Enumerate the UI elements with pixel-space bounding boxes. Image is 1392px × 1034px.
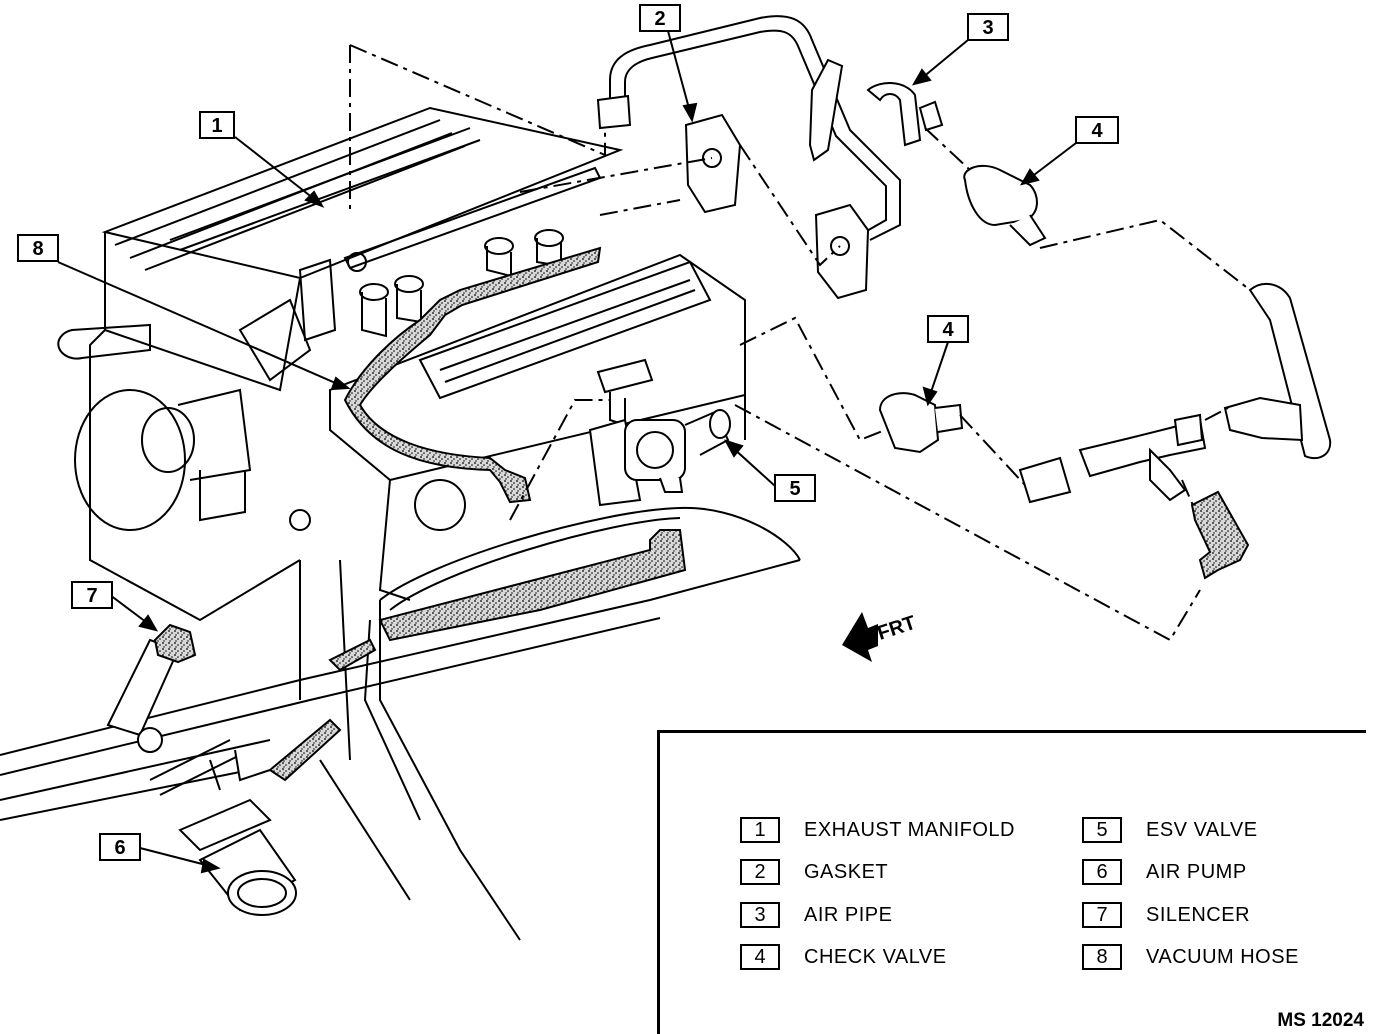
legend-item-3: 3 AIR PIPE — [740, 902, 892, 928]
front-arrow-icon — [842, 612, 878, 662]
legend-item-5: 5 ESV VALVE — [1082, 817, 1258, 843]
callout-7: 7 — [71, 581, 113, 609]
legend-label: ESV VALVE — [1146, 818, 1258, 841]
svg-text:8: 8 — [32, 238, 43, 260]
check-valve — [878, 100, 1047, 454]
vacuum-hose — [268, 246, 1250, 782]
legend-label: AIR PIPE — [804, 903, 893, 926]
legend-number: 1 — [740, 817, 780, 843]
legend-item-2: 2 GASKET — [740, 859, 888, 885]
svg-text:6: 6 — [114, 837, 125, 859]
air-hoses — [1018, 282, 1332, 504]
callout-4-upper: 4 — [1075, 116, 1119, 144]
gasket — [684, 113, 870, 300]
legend-label: SILENCER — [1146, 903, 1251, 926]
leader-lines — [57, 30, 1077, 874]
legend-number: 2 — [740, 859, 780, 885]
legend-number: 5 — [1082, 817, 1122, 843]
esv-valve — [588, 358, 731, 507]
legend-item-1: 1 EXHAUST MANIFOLD — [740, 817, 1015, 843]
front-direction-indicator: FRT — [842, 612, 919, 662]
legend-item-4: 4 CHECK VALVE — [740, 944, 947, 970]
legend-label: AIR PUMP — [1146, 860, 1247, 883]
callout-5: 5 — [774, 474, 816, 502]
air-pump — [149, 739, 297, 916]
engine-block — [57, 106, 746, 761]
svg-text:4: 4 — [942, 319, 954, 341]
assembly-lines — [349, 44, 1251, 642]
svg-text:3: 3 — [982, 17, 993, 39]
svg-text:5: 5 — [789, 478, 800, 500]
callout-4-lower: 4 — [927, 315, 969, 343]
callout-3: 3 — [967, 13, 1009, 41]
legend-number: 7 — [1082, 902, 1122, 928]
legend-number: 6 — [1082, 859, 1122, 885]
legend-panel: 1 EXHAUST MANIFOLD 2 GASKET 3 AIR PIPE 4… — [657, 730, 1366, 1034]
callout-8: 8 — [17, 234, 59, 262]
svg-text:4: 4 — [1091, 120, 1103, 142]
svg-text:FRT: FRT — [875, 612, 919, 645]
chassis-rail — [0, 506, 801, 941]
svg-text:2: 2 — [654, 8, 665, 30]
legend-item-8: 8 VACUUM HOSE — [1082, 944, 1299, 970]
svg-text:7: 7 — [86, 585, 97, 607]
legend-number: 8 — [1082, 944, 1122, 970]
figure-id: MS 12024 — [1277, 1010, 1364, 1031]
legend-item-6: 6 AIR PUMP — [1082, 859, 1247, 885]
callout-1: 1 — [199, 111, 235, 139]
legend-label: VACUUM HOSE — [1146, 945, 1299, 968]
legend-label: CHECK VALVE — [804, 945, 947, 968]
callout-6: 6 — [99, 833, 141, 861]
legend-number: 4 — [740, 944, 780, 970]
air-pipe — [596, 15, 922, 241]
svg-text:1: 1 — [211, 115, 222, 137]
legend-label: EXHAUST MANIFOLD — [804, 818, 1015, 841]
legend-item-7: 7 SILENCER — [1082, 902, 1250, 928]
legend-label: GASKET — [804, 860, 889, 883]
callout-2: 2 — [639, 4, 681, 32]
silencer — [106, 623, 197, 753]
legend-number: 3 — [740, 902, 780, 928]
